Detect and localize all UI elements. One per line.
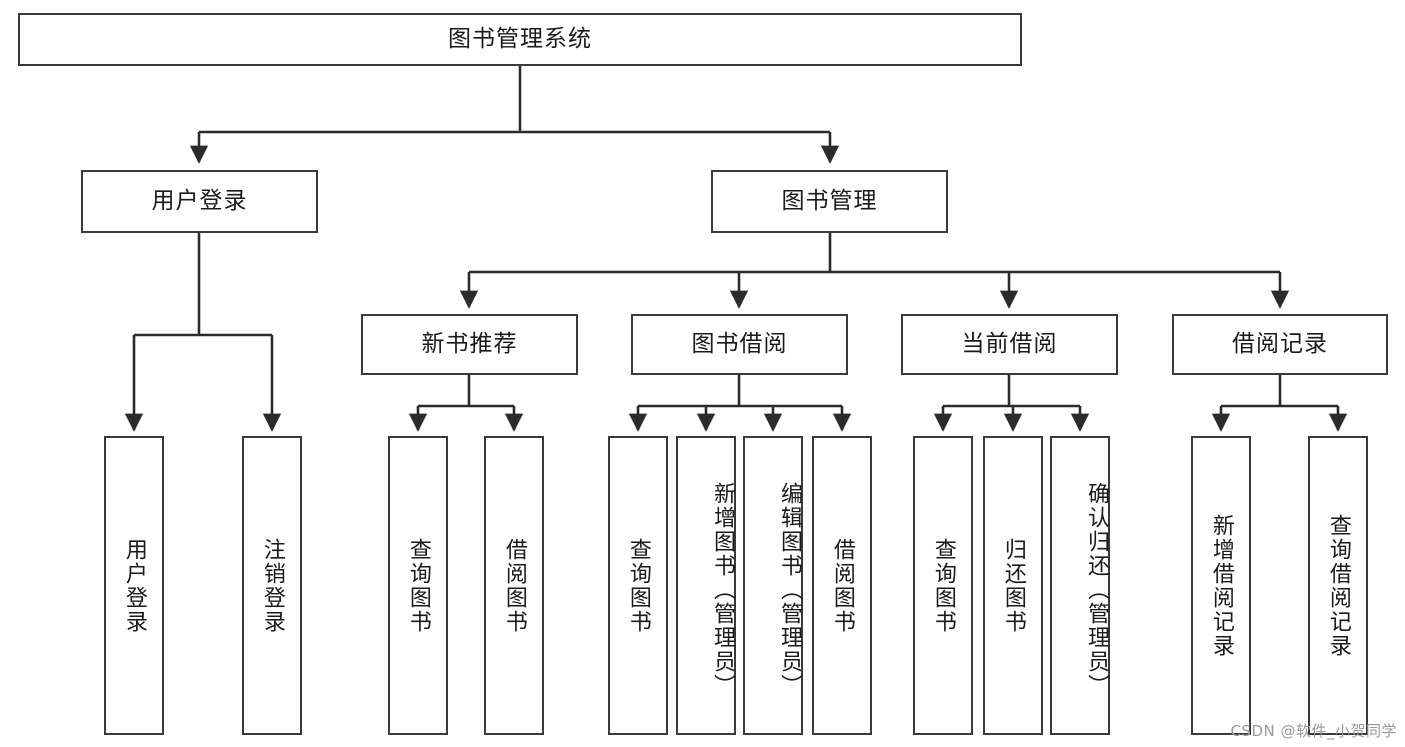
node-leaf-borrow-book-2[interactable]: 借阅图书: [812, 436, 872, 735]
node-leaf-edit-book[interactable]: 编辑图书（管理员）: [743, 436, 803, 735]
node-leaf-add-book[interactable]: 新增图书（管理员）: [676, 436, 736, 735]
node-leaf-borrow-book-1-label: 借阅图书: [501, 537, 527, 634]
node-new-book-rec[interactable]: 新书推荐: [361, 314, 578, 375]
node-leaf-query-book-1-label: 查询图书: [405, 537, 431, 634]
node-leaf-user-login[interactable]: 用户登录: [104, 436, 164, 735]
node-leaf-query-record-label: 查询借阅记录: [1325, 513, 1351, 658]
node-borrow-record-label: 借阅记录: [1232, 330, 1328, 357]
node-leaf-add-book-label: 新增图书（管理员）: [710, 481, 735, 698]
node-book-borrow-label: 图书借阅: [691, 330, 788, 357]
node-new-book-rec-label: 新书推荐: [421, 330, 518, 357]
node-user-login-label: 用户登录: [151, 187, 248, 214]
node-leaf-query-record[interactable]: 查询借阅记录: [1308, 436, 1368, 735]
node-root-label: 图书管理系统: [448, 25, 592, 52]
node-leaf-query-book-1[interactable]: 查询图书: [388, 436, 448, 735]
node-leaf-user-logout[interactable]: 注销登录: [242, 436, 302, 735]
node-leaf-query-book-3-label: 查询图书: [930, 537, 956, 634]
node-leaf-add-record[interactable]: 新增借阅记录: [1191, 436, 1251, 735]
node-current-borrow-label: 当前借阅: [961, 330, 1058, 357]
node-leaf-query-book-3[interactable]: 查询图书: [913, 436, 973, 735]
node-leaf-query-book-2-label: 查询图书: [625, 537, 651, 634]
node-leaf-edit-book-label: 编辑图书（管理员）: [777, 481, 802, 698]
node-book-manage-label: 图书管理: [781, 187, 878, 214]
node-current-borrow[interactable]: 当前借阅: [901, 314, 1118, 375]
node-leaf-borrow-book-2-label: 借阅图书: [829, 537, 855, 634]
node-leaf-confirm-return-label: 确认归还（管理员）: [1084, 481, 1109, 698]
node-root-system[interactable]: 图书管理系统: [18, 13, 1022, 66]
csdn-watermark: CSDN @软件_小贺同学: [1230, 722, 1397, 740]
node-leaf-return-book[interactable]: 归还图书: [983, 436, 1043, 735]
node-leaf-return-book-label: 归还图书: [1000, 537, 1026, 634]
node-leaf-borrow-book-1[interactable]: 借阅图书: [484, 436, 544, 735]
node-leaf-add-record-label: 新增借阅记录: [1208, 513, 1234, 658]
node-borrow-record[interactable]: 借阅记录: [1172, 314, 1388, 375]
node-leaf-query-book-2[interactable]: 查询图书: [608, 436, 668, 735]
node-user-login[interactable]: 用户登录: [81, 170, 318, 233]
node-book-manage[interactable]: 图书管理: [711, 170, 948, 233]
node-leaf-user-logout-label: 注销登录: [259, 537, 285, 634]
node-leaf-confirm-return[interactable]: 确认归还（管理员）: [1050, 436, 1110, 735]
node-book-borrow[interactable]: 图书借阅: [631, 314, 848, 375]
node-leaf-user-login-label: 用户登录: [121, 537, 147, 634]
